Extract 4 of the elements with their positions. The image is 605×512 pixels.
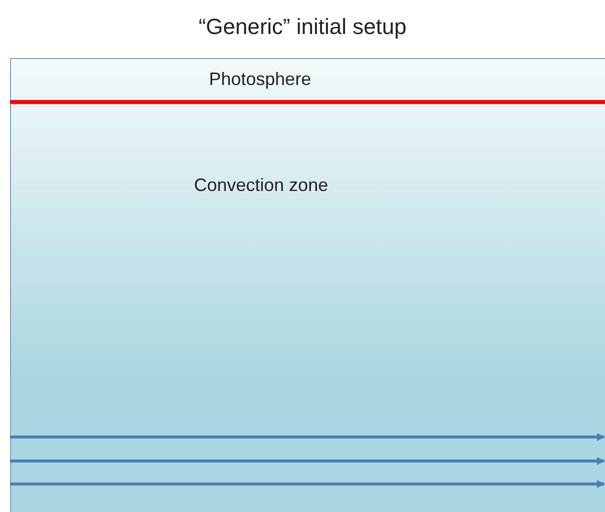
convection-zone-box <box>10 58 605 512</box>
region-label: Photosphere <box>209 69 312 90</box>
diagram-title: “Generic” initial setup <box>198 14 408 40</box>
region-label: Convection zone <box>194 174 330 197</box>
